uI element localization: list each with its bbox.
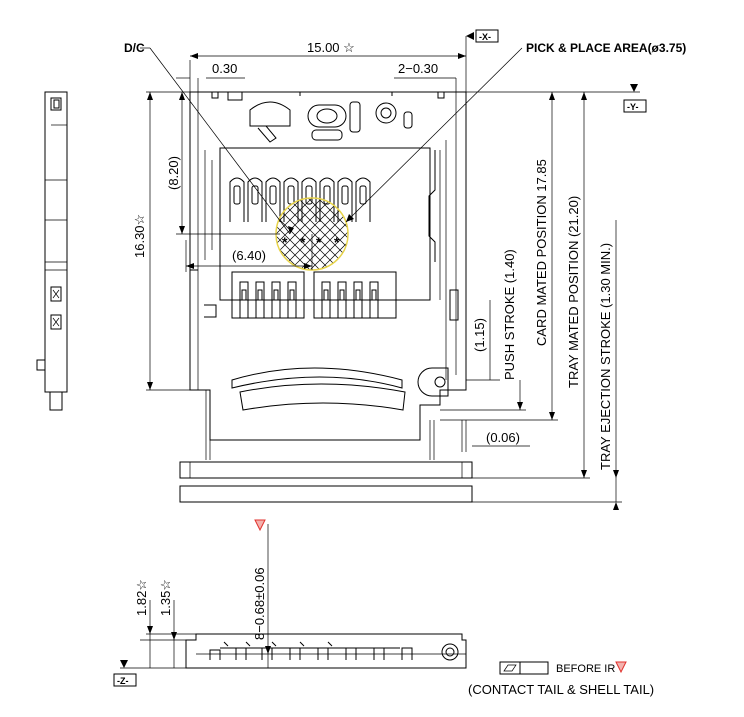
before-ir-label: BEFORE IR xyxy=(556,663,615,675)
svg-text:*: * xyxy=(282,234,288,250)
pick-place-label: PICK & PLACE AREA(ø3.75) xyxy=(526,41,686,55)
svg-text:*: * xyxy=(334,234,340,250)
ir-marker-icon xyxy=(615,661,627,674)
top-view-body xyxy=(189,91,467,441)
upper-contact xyxy=(337,177,353,222)
dim-8-068: 8−0.68±0.06 xyxy=(252,567,267,640)
side-view xyxy=(36,91,68,411)
tray-ejection-label: TRAY EJECTION STROKE (1.30 MIN.) xyxy=(598,243,613,470)
tray-mated-label: TRAY MATED POSITION (21.20) xyxy=(566,196,581,388)
dc-label: D/C xyxy=(124,41,145,55)
dim-2-0-30: 2−0.30 xyxy=(398,61,438,76)
datum-z-label: -Z- xyxy=(117,676,129,686)
dim-0-06: (0.06) xyxy=(486,430,520,445)
datum-y-label: -Y- xyxy=(627,102,639,112)
dim-8-20: (8.20) xyxy=(166,156,181,190)
tray xyxy=(179,367,473,503)
push-stroke-label: PUSH STROKE (1.40) xyxy=(502,249,517,380)
dim-1-15: (1.15) xyxy=(472,318,487,352)
card-mated-label: CARD MATED POSITION 17.85 xyxy=(534,159,549,346)
width-total-dim: 15.00 ☆ xyxy=(307,40,355,55)
dim-16-30: 16.30☆ xyxy=(132,214,147,258)
lower-contact xyxy=(321,281,331,318)
upper-contact xyxy=(229,177,245,222)
dim-1-82: 1.82☆ xyxy=(134,579,149,616)
ir-marker-icon-vertical xyxy=(254,519,266,532)
upper-contact xyxy=(265,177,281,222)
contact-tail-label: (CONTACT TAIL & SHELL TAIL) xyxy=(468,682,654,697)
dim-0-30: 0.30 xyxy=(212,61,237,76)
svg-text:*: * xyxy=(316,234,322,250)
lower-contact xyxy=(337,281,347,318)
lower-contact-rows xyxy=(231,271,397,319)
lower-contact xyxy=(353,281,363,318)
upper-contact xyxy=(247,177,263,222)
lower-contact xyxy=(287,281,297,318)
dim-6-40: (6.40) xyxy=(232,248,266,263)
lower-contact xyxy=(255,281,265,318)
lower-contact xyxy=(239,281,249,318)
flatness-value: 0.08 xyxy=(523,665,539,674)
bottom-section-view xyxy=(113,524,549,687)
lower-contact xyxy=(271,281,281,318)
annotations: D/C PICK & PLACE AREA(ø3.75) -X- -Y- -Z-… xyxy=(117,32,686,697)
dimension-lines xyxy=(140,29,647,510)
lower-contact xyxy=(369,281,379,318)
upper-contact xyxy=(355,177,371,222)
dim-1-35: 1.35☆ xyxy=(158,579,173,616)
svg-text:*: * xyxy=(300,234,306,250)
datum-x-label: -X- xyxy=(479,32,491,42)
